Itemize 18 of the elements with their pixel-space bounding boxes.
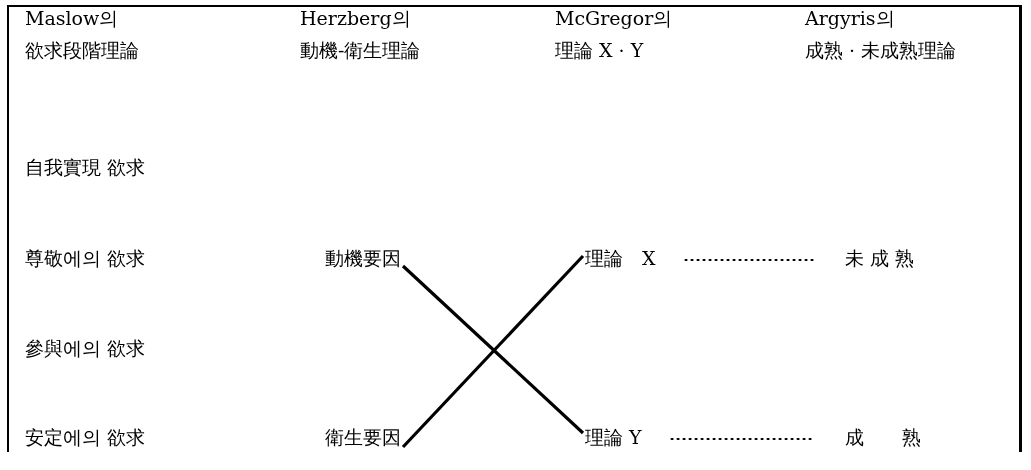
need-level: 自我實現 欲求 [25,155,146,179]
factor-label: 衛生要因 [325,425,401,449]
theory-heading: 成熟 · 未成熟理論 [805,38,957,62]
theory-heading: Herzberg의 [300,6,411,30]
theory-heading: McGregor의 [555,6,673,30]
theory-heading: Argyris의 [805,6,895,30]
theory-label: 理論 X [585,246,656,270]
theory-label: 理論 Y [585,425,642,449]
maturity-label: 成 熟 [845,425,921,449]
need-level: 參與에의 欲求 [25,336,146,360]
maturity-label: 未 成 熟 [845,246,915,270]
need-level: 尊敬에의 欲求 [25,246,146,270]
factor-label: 動機要因 [325,246,401,270]
need-level: 安定에의 欲求 [25,425,146,449]
theory-heading: 欲求段階理論 [25,38,139,62]
theory-heading: Maslow의 [25,6,119,30]
theory-heading: 理論 X · Y [555,38,644,62]
theory-heading: 動機-衛生理論 [300,38,421,62]
